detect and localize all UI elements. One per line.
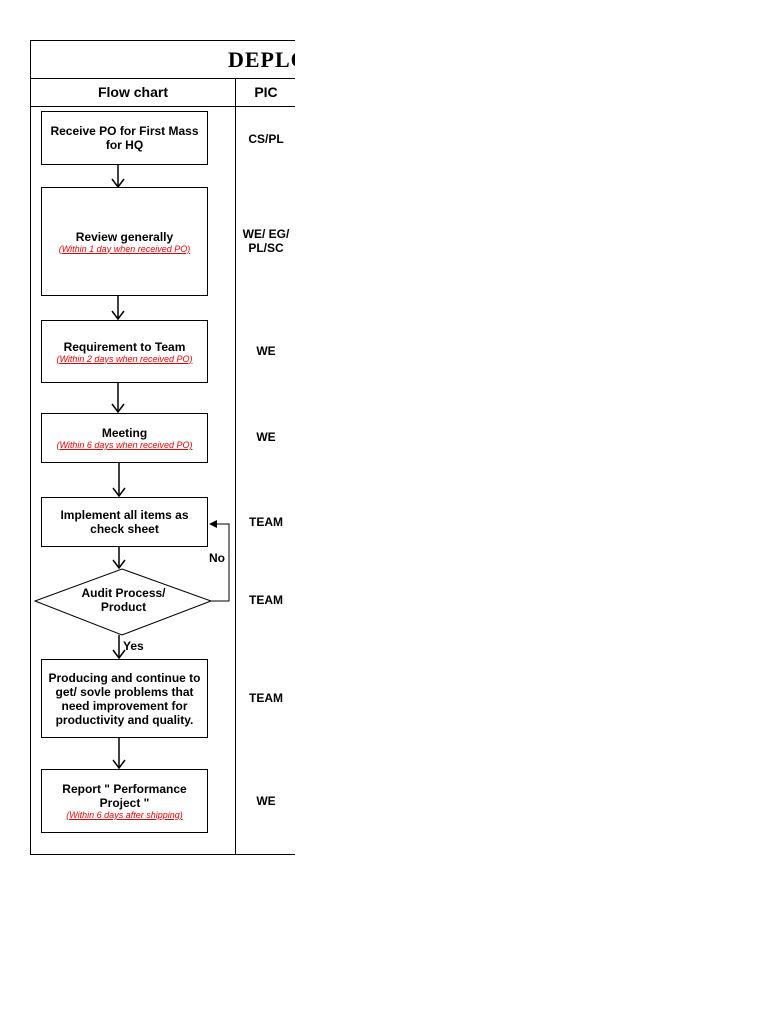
no-label: No <box>209 551 225 565</box>
yes-label: Yes <box>123 639 144 653</box>
step-receive-po: Receive PO for First Mass for HQ <box>41 111 208 165</box>
step-audit: Audit Process/ Product <box>81 586 166 614</box>
divider <box>31 106 295 107</box>
pic-cell: WE/ EG/ PL/SC <box>242 227 290 255</box>
divider <box>31 78 295 79</box>
pic-cell: TEAM <box>249 593 283 607</box>
step-requirement: Requirement to Team(Within 2 days when r… <box>41 320 208 383</box>
pic-cell: TEAM <box>249 515 283 529</box>
pic-cell: CS/PL <box>248 132 284 146</box>
step-meeting: Meeting(Within 6 days when received PO) <box>41 413 208 463</box>
decision-diamond <box>33 568 213 636</box>
pic-cell: WE <box>256 794 276 808</box>
step-review: Review generally(Within 1 day when recei… <box>41 187 208 296</box>
pic-cell: WE <box>256 344 276 358</box>
step-implement: Implement all items as check sheet <box>41 497 208 547</box>
step-report: Report " Performance Project "(Within 6 … <box>41 769 208 833</box>
step-producing: Producing and continue to get/ sovle pro… <box>41 659 208 738</box>
flow-connectors <box>33 165 230 770</box>
column-divider <box>235 79 236 854</box>
header-flow-chart: Flow chart <box>97 84 168 100</box>
header-pic: PIC <box>254 84 278 100</box>
pic-cell: WE <box>256 430 276 444</box>
deployment-table: DEPLO Flow chart PIC Receive PO for Firs… <box>30 40 295 855</box>
page-title: DEPLO <box>228 47 295 72</box>
pic-cell: TEAM <box>249 691 283 705</box>
